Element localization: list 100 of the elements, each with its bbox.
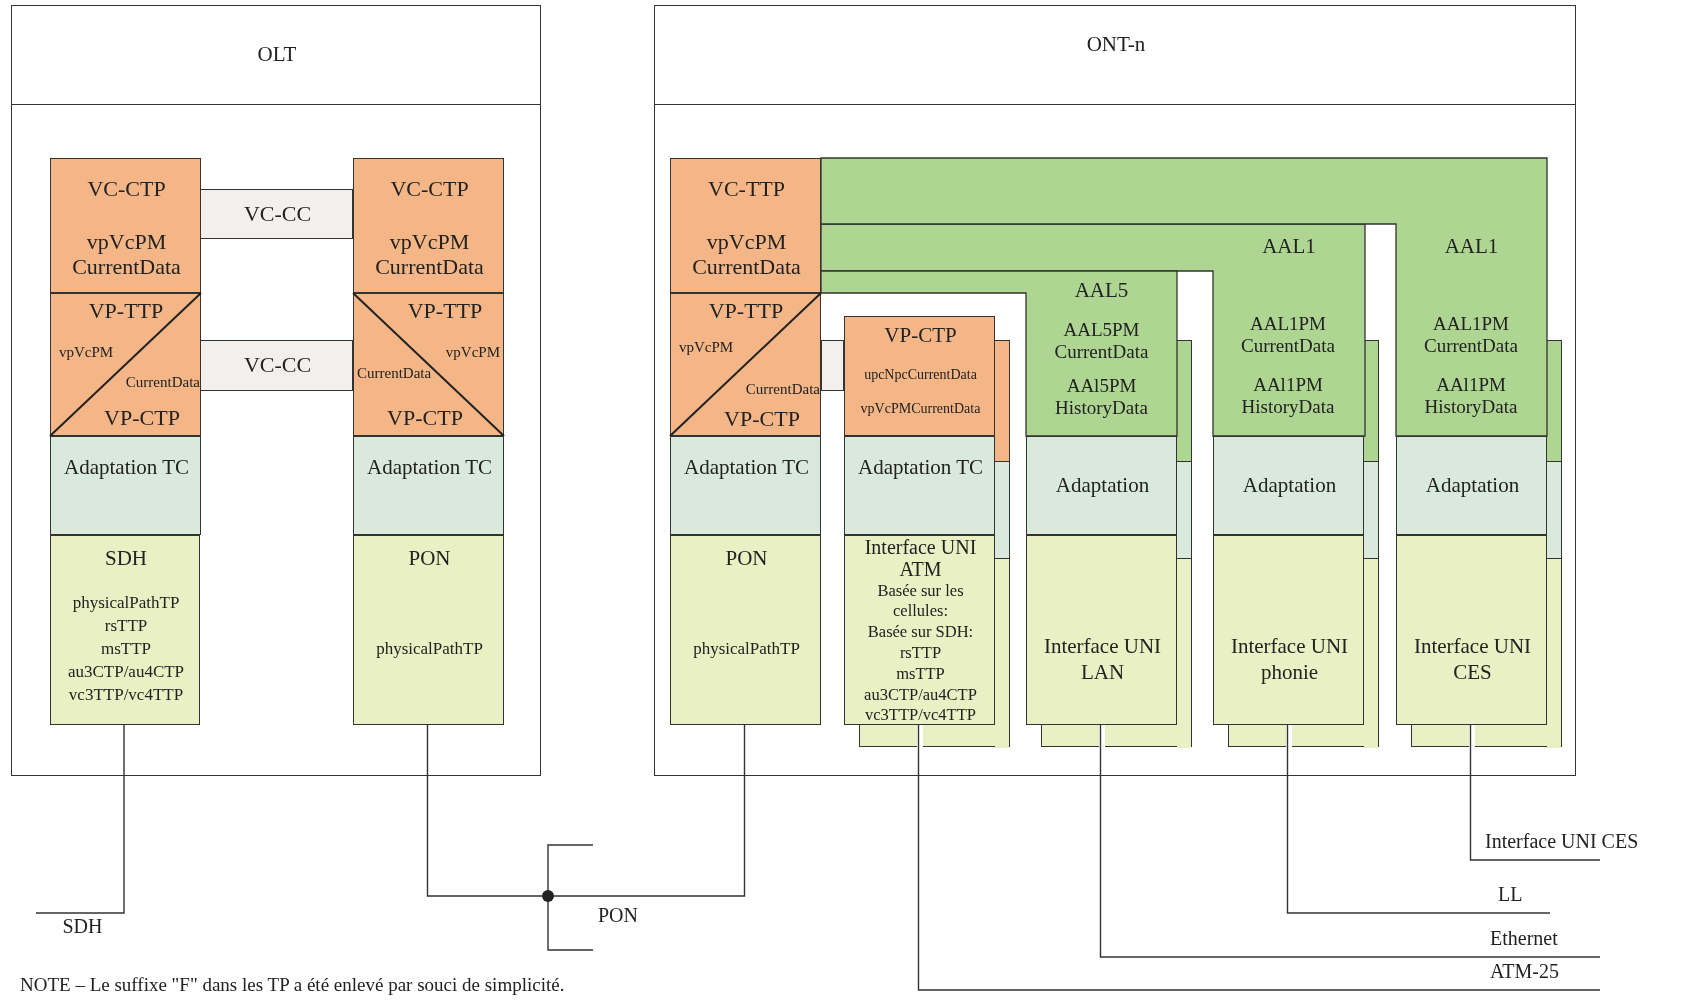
block-label: vpVcPM CurrentData [374,229,485,280]
block-label: AAL1 [1443,234,1500,259]
layer-block [200,340,353,391]
block-label: Basée sur SDH: [866,622,975,643]
block-label: au3CTP/au4CTP [863,685,978,706]
block-label: AAL1PM CurrentData [1423,313,1519,357]
layer-block [200,189,353,239]
block-label: vc3TTP/vc4TTP [864,705,977,726]
block-label: rsTTP [103,616,149,636]
block-label: AAl1PM HistoryData [1423,374,1519,418]
layer-block [1213,535,1364,725]
block-label: physicalPathTP [692,639,801,659]
connector-line [1286,723,1551,914]
block-label: SDH [104,546,148,571]
block-label: VP-TTP [87,298,165,324]
connector-line [553,723,746,897]
layer-block [1026,535,1177,725]
block-label: msTTP [895,664,946,685]
block-label: msTTP [99,639,153,659]
block-label: AAL1 [1261,234,1317,259]
connector-line [35,723,125,914]
layer-block [1026,436,1177,535]
block-label: CurrentData [744,381,820,399]
block-label: AAL1PM CurrentData [1240,313,1336,357]
block-label: Adaptation [1054,473,1151,498]
layer-block [353,535,504,725]
block-label: Adaptation TC [63,455,190,480]
block-label: vpVcPMCurrentData [859,401,982,418]
junction-dot [542,890,554,902]
block-label: Interface UNI CES [1412,633,1533,686]
layer-block [670,293,821,436]
block-label: Adaptation [1241,473,1338,498]
block-shadow-edge [995,340,1010,747]
block-label: vpVcPM [679,339,735,357]
block-label: AAL5 [1073,278,1130,303]
block-label: Adaptation TC [857,455,984,480]
port-label: LL [1490,878,1552,914]
block-label: au3CTP/au4CTP [66,662,186,682]
block-label: physicalPathTP [375,639,484,659]
port-label: SDH [35,912,130,942]
layer-block [670,535,821,725]
block-label: VP-TTP [707,298,785,324]
block-label: vpVcPM CurrentData [71,229,182,280]
block-label: Interface UNI phonie [1229,633,1350,686]
block-label: Interface UNI ATM [863,536,978,580]
block-label: physicalPathTP [71,593,181,613]
block-shadow-edge [1364,340,1379,747]
block-label: AAl5PM HistoryData [1054,375,1149,419]
layer-block [353,293,504,436]
frame-title: OLT [256,42,298,67]
layer-block [844,436,995,535]
layer-block [50,436,201,535]
block-label: VC-CC [242,201,313,227]
layer-block [50,158,201,293]
block-label: VC-CTP [389,176,470,202]
layer-block [353,158,504,293]
layer-block [844,535,995,725]
port-label: ATM-25 [1490,955,1602,991]
block-label: rsTTP [898,643,943,664]
layer-block [844,316,995,436]
block-label: upcNpcCurrentData [863,367,978,384]
block-label: Adaptation TC [683,455,810,480]
frame-title: ONT-n [1085,32,1147,57]
connector-line [1469,723,1601,861]
block-label: PON [407,546,452,571]
block-label: Adaptation [1424,473,1521,498]
block-label: VC-CC [242,352,313,378]
block-label: VP-CTP [723,406,801,432]
layer-block [353,436,504,535]
layer-block [1396,436,1547,535]
block-label: Interface UNI LAN [1042,633,1163,686]
block-label: VP-CTP [386,405,464,431]
connector-line [426,723,543,897]
connector-line [1099,723,1601,958]
block-label: VC-TTP [707,176,786,202]
block-label: Basée sur les cellules: [876,581,965,622]
block-label: VP-CTP [883,323,958,348]
link-strip [821,340,844,391]
block-label: vpVcPM [59,344,115,362]
equipment-frame [11,5,541,776]
block-label: VP-TTP [406,298,484,324]
layer-block [50,535,200,725]
port-label: Interface UNI CES [1478,826,1678,861]
layer-block [50,293,201,436]
block-label: VC-CTP [86,176,167,202]
block-label: CurrentData [357,365,433,383]
layer-block [670,158,821,293]
connector-line [917,723,1601,991]
block-shadow-edge [1547,340,1562,747]
block-label: Adaptation TC [366,455,493,480]
port-label: Ethernet [1490,922,1602,958]
equipment-frame [654,5,1576,776]
block-shadow-edge [1177,340,1192,747]
block-label: CurrentData [124,374,200,392]
block-label: AAL5PM CurrentData [1053,319,1150,363]
line-label: PON [598,904,638,927]
block-label: vc3TTP/vc4TTP [67,685,185,705]
layer-block [670,436,821,535]
block-label: PON [724,546,769,571]
block-label: vpVcPM [444,344,500,362]
